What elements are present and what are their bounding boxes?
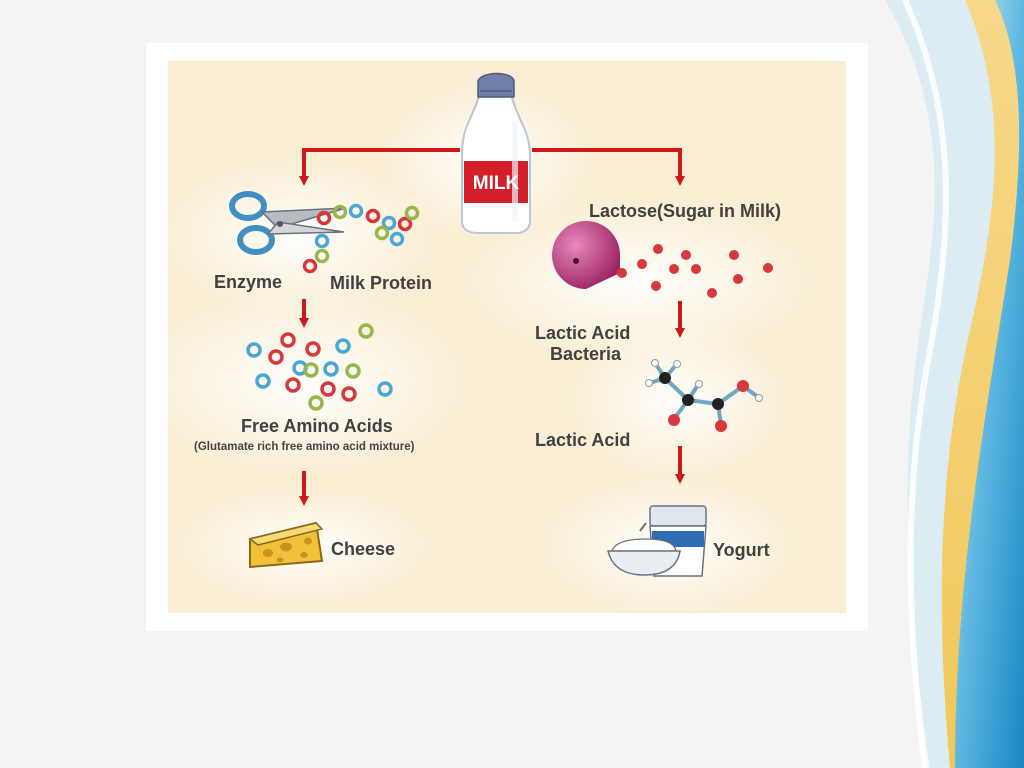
wave-white-line xyxy=(902,0,949,768)
enzyme-label: Enzyme xyxy=(214,272,283,292)
molecule-atoms xyxy=(645,359,763,432)
lactose-label: Lactose(Sugar in Milk) xyxy=(589,201,782,221)
free-amino-acids-label: Free Amino Acids xyxy=(241,416,393,436)
arrow-milk-to-lactose xyxy=(532,148,685,186)
arrows xyxy=(299,148,685,506)
lactic-acid-label: Lactic Acid xyxy=(535,430,631,450)
glow-amino xyxy=(168,286,473,476)
glow-molecule xyxy=(568,321,788,481)
lactic-acid-bacteria-label-line1: Lactic Acid xyxy=(535,323,631,343)
wave-blue xyxy=(955,0,1024,768)
cheese-label: Cheese xyxy=(331,539,396,559)
cheese-icon xyxy=(248,521,324,569)
milk-protein-beads xyxy=(302,203,420,274)
free-amino-acids-subtitle: (Glutamate rich free amino acid mixture) xyxy=(194,441,415,453)
milk-bottle-icon xyxy=(461,72,531,234)
lactic-acid-bacteria-label-line2: Bacteria xyxy=(550,344,622,364)
arrow-milk-to-enzyme xyxy=(299,148,460,186)
glow-bacteria xyxy=(458,201,818,361)
bacteria-icon xyxy=(552,221,621,289)
milk-protein-label: Milk Protein xyxy=(330,273,433,293)
lactose-dots xyxy=(617,244,773,298)
milk-bottle-label: MILK xyxy=(473,173,520,194)
free-amino-acid-beads xyxy=(246,323,393,411)
milk-fermentation-diagram: MILK xyxy=(168,72,818,613)
yogurt-label: Yogurt xyxy=(713,540,770,560)
yogurt-icon xyxy=(607,505,707,577)
